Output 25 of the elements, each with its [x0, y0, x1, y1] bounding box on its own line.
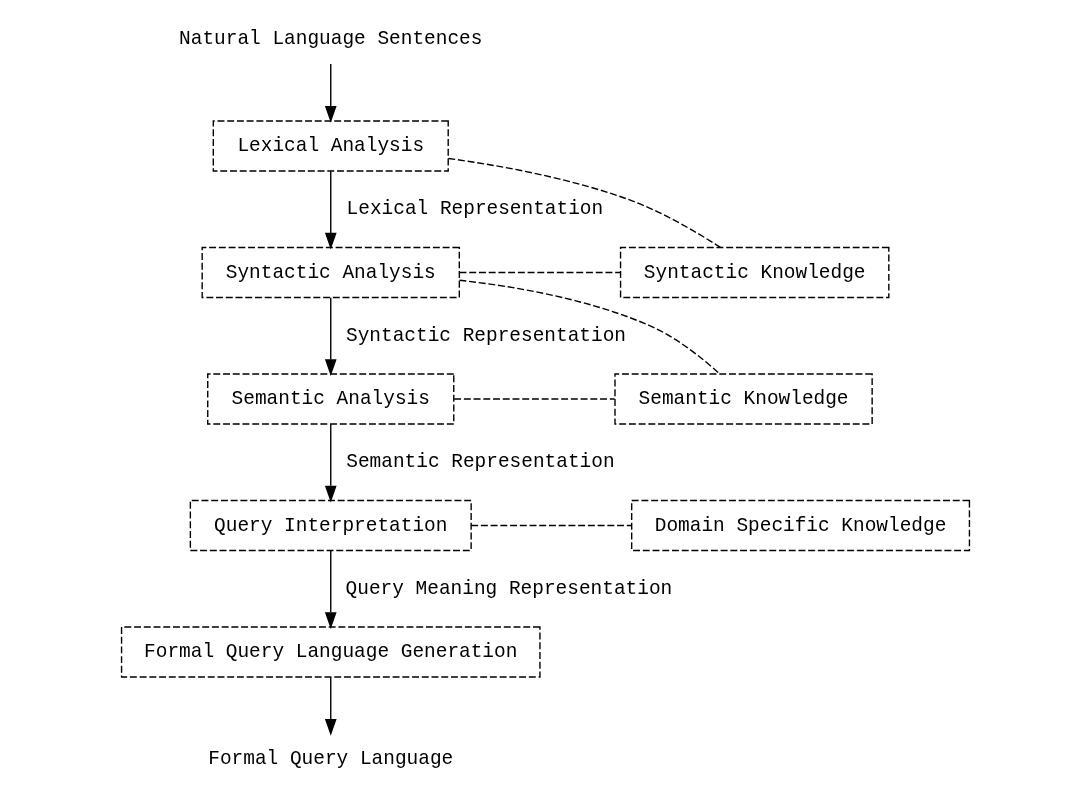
arrow [324, 423, 337, 503]
edge-label: Semantic Representation [346, 451, 615, 474]
node-box: Syntactic Analysis [201, 246, 460, 299]
edge-label: Syntactic Representation [346, 324, 626, 347]
node-box: Semantic Analysis [207, 373, 455, 425]
connector [453, 398, 616, 400]
connector [470, 524, 633, 527]
node-box: Semantic Knowledge [614, 373, 873, 425]
node-text: Formal Query Language [208, 748, 454, 771]
edge-label: Query Meaning Representation [345, 577, 673, 600]
connector [458, 271, 622, 274]
arrow [324, 297, 337, 376]
arrow [324, 550, 337, 629]
arrow [324, 676, 337, 736]
node-text: Natural Language Sentences [179, 28, 483, 51]
node-box: Formal Query Language Generation [120, 626, 541, 678]
node-box: Syntactic Knowledge [619, 246, 890, 299]
arrow [324, 63, 337, 123]
connector [447, 157, 722, 249]
node-box: Query Interpretation [189, 499, 472, 552]
node-box: Lexical Analysis [212, 120, 449, 172]
connector [458, 279, 721, 375]
edge-label: Lexical Representation [346, 198, 604, 221]
node-box: Domain Specific Knowledge [631, 499, 971, 552]
arrow [324, 170, 337, 250]
